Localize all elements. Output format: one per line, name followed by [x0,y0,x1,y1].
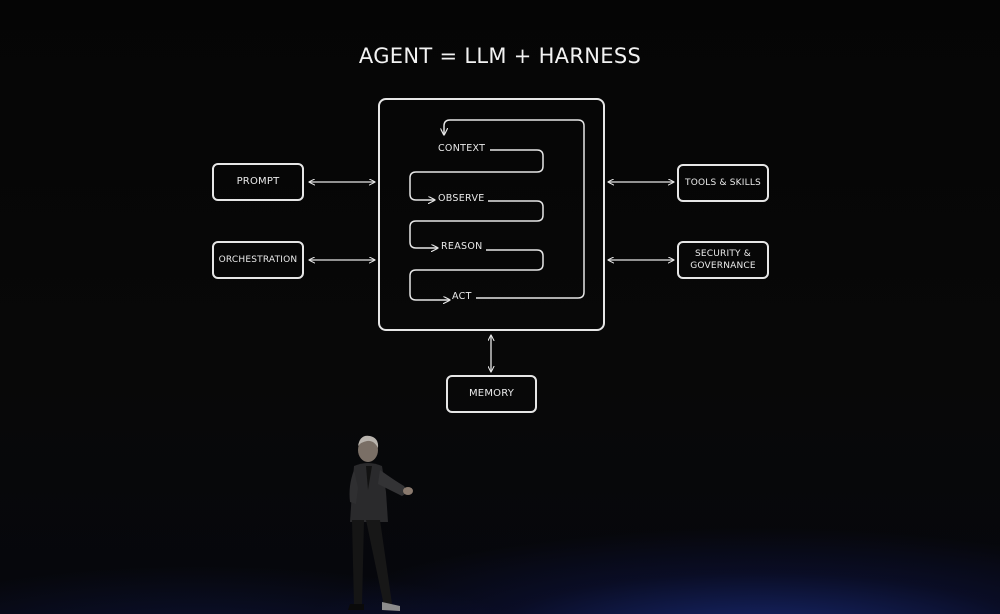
loop-step-observe: OBSERVE [438,193,485,204]
llm-loop-box [378,98,605,331]
agent-loop-path [409,249,544,300]
security-governance-label: SECURITY & GOVERNANCE [690,249,756,271]
loop-step-reason: REASON [441,241,483,252]
prompt-box: PROMPT [212,163,304,201]
agent-loop-observe-return [409,149,544,200]
tools-skills-box: TOOLS & SKILLS [677,164,769,202]
presenter-figure [348,435,413,611]
agent-loop-outer-return [444,119,585,299]
loop-step-context: CONTEXT [438,143,486,154]
loop-step-act: ACT [452,291,472,302]
memory-box: MEMORY [446,375,537,413]
slide-title: AGENT = LLM + HARNESS [358,44,642,68]
agent-loop-reason-return [409,200,544,248]
orchestration-box: ORCHESTRATION [212,241,304,279]
security-governance-box: SECURITY & GOVERNANCE [677,241,769,279]
